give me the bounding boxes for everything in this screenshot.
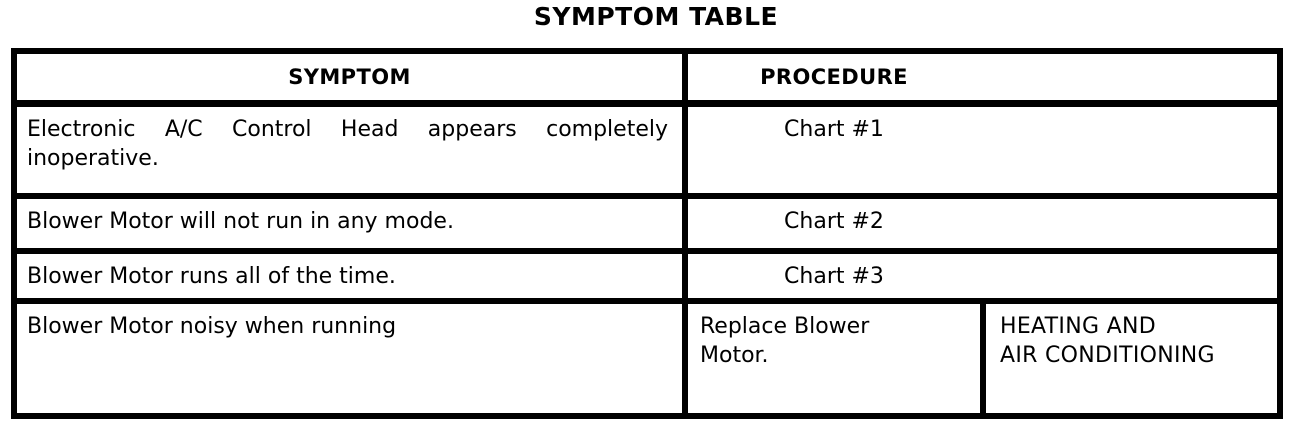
row-separator-1 [17,193,1277,199]
row-separator-2 [17,248,1277,254]
column-header-procedure: PROCEDURE [760,65,908,89]
procedure-cell: Chart #2 [784,209,884,234]
table-row: Electronic A/C Control Head appears comp… [17,107,682,193]
page-title: SYMPTOM TABLE [533,2,779,31]
table-row: Blower Motor noisy when running [27,314,397,339]
procedure-cell: Chart #1 [784,117,884,142]
column-divider-note [980,304,986,413]
procedure-text-line-2: Motor. [700,343,769,368]
procedure-cell: Chart #3 [784,264,884,289]
procedure-cell: Replace Blower Motor. [688,304,980,413]
column-header-symptom: SYMPTOM [288,65,411,89]
table-row: Blower Motor runs all of the time. [27,264,396,289]
symptom-text-line-2: inoperative. [27,146,159,171]
symptom-table: SYMPTOM PROCEDURE Electronic A/C Control… [11,48,1283,419]
table-row: Blower Motor will not run in any mode. [27,209,454,234]
section-note-line-2: AIR CONDITIONING [1000,343,1215,368]
header-separator [17,100,1277,107]
column-divider-main [682,54,688,413]
section-note-cell: HEATING AND AIR CONDITIONING [986,304,1283,413]
row-separator-3 [17,298,1277,304]
symptom-text-line-1: Electronic A/C Control Head appears comp… [27,117,668,142]
procedure-text-line-1: Replace Blower [700,314,870,339]
section-note-line-1: HEATING AND [1000,314,1156,339]
